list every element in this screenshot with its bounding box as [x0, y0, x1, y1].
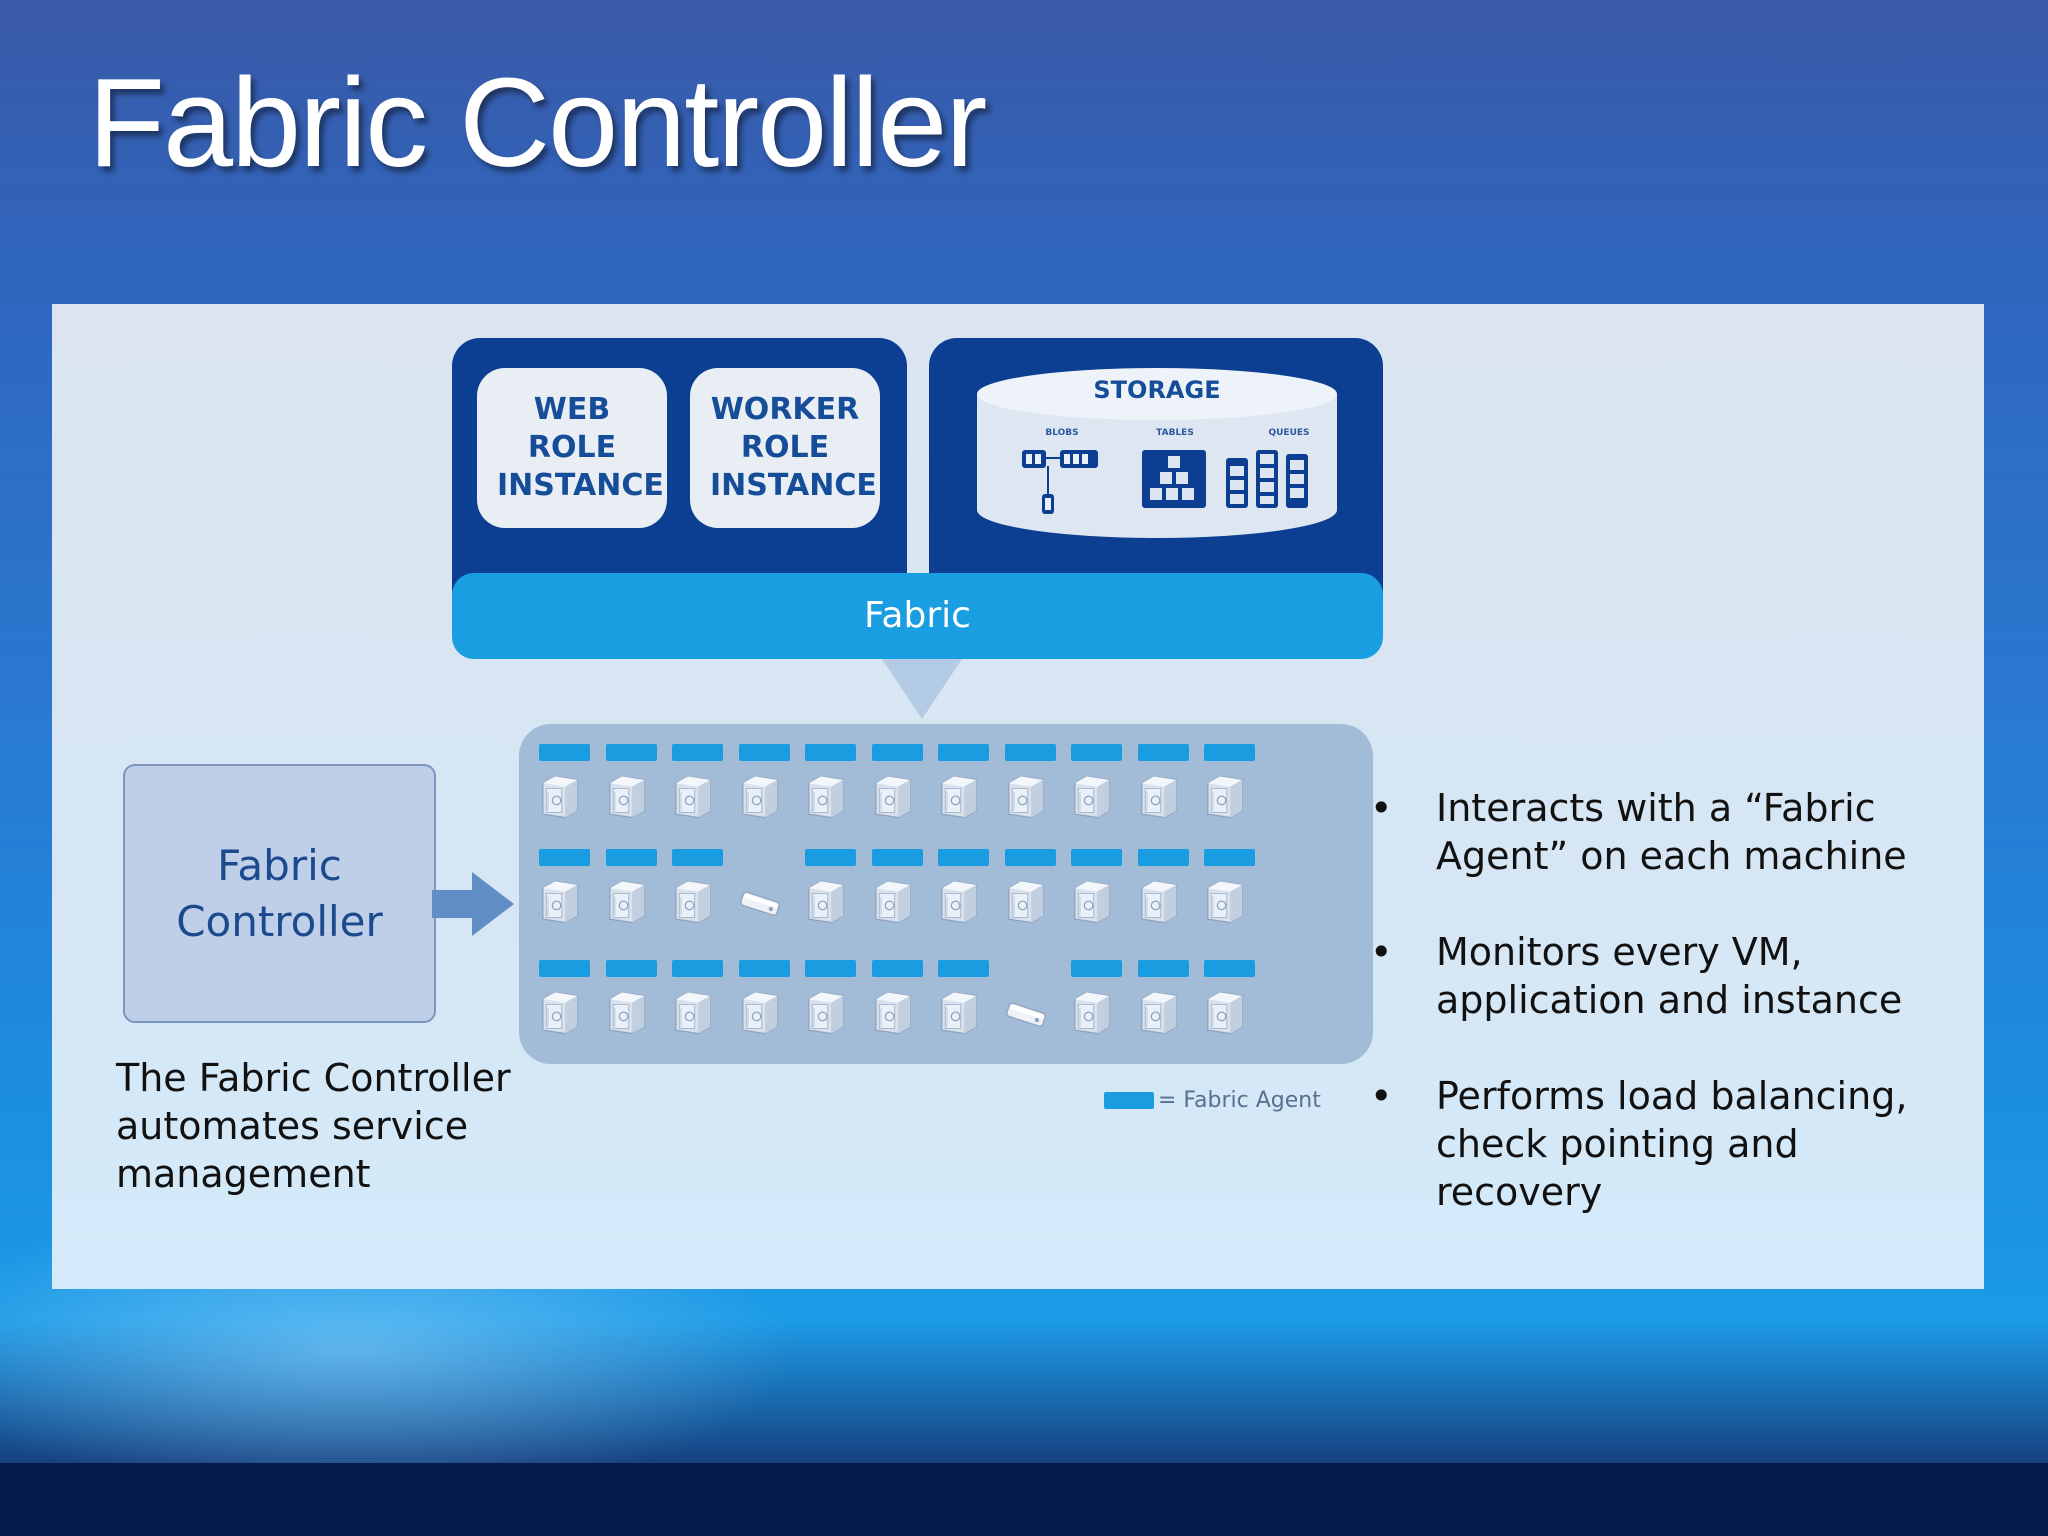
blob-tree-icon [1022, 450, 1098, 514]
fabric-agent [938, 744, 989, 761]
fabric-agent-swatch [1104, 1091, 1154, 1109]
server-icon [1074, 775, 1110, 819]
server-icon [874, 880, 911, 924]
bullet-text: Monitors every VM, application and insta… [1436, 930, 1903, 1022]
fabric-agent [1204, 960, 1255, 977]
tables-label: TABLES [1156, 428, 1194, 438]
drive-icon [739, 891, 780, 916]
bullet-item: • Monitors every VM, application and inst… [1370, 928, 1930, 1024]
fabric-agent [1137, 849, 1189, 866]
server-icon [874, 775, 911, 819]
fabric-agent [539, 744, 590, 761]
fabric-agent [805, 849, 856, 866]
fabric-agent [1071, 744, 1122, 761]
fabric-controller-box-label: Fabric Controller [176, 840, 383, 946]
server-icon [941, 775, 977, 819]
server-icon [808, 775, 844, 819]
fabric-agent [1004, 849, 1056, 866]
server-icon [1140, 880, 1177, 924]
fabric-agent [1137, 744, 1189, 761]
queues-label: QUEUES [1268, 428, 1310, 438]
web-role-label: WEB ROLE INSTANCE [497, 392, 664, 503]
server-icon [675, 880, 711, 924]
fabric-agent [805, 744, 856, 761]
bullet-item: • Interacts with a “Fabric Agent” on each… [1370, 784, 1930, 880]
blobs-label: BLOBS [1045, 428, 1079, 438]
legend: = Fabric Agent [1104, 1087, 1321, 1113]
server-icon [1140, 991, 1177, 1035]
server-icon [1007, 880, 1044, 924]
fabric-agent [539, 960, 590, 977]
server-icon [675, 775, 711, 819]
server-icon [1207, 991, 1243, 1035]
fabric-controller-box: Fabric Controller [123, 764, 436, 1023]
fabric-agent [672, 849, 723, 866]
fabric-agent [605, 960, 657, 977]
storage-label: STORAGE [1093, 376, 1221, 404]
bullet-dot: • [1370, 930, 1393, 974]
legend-label: = Fabric Agent [1158, 1087, 1321, 1113]
bullet-text: Performs load balancing, check pointing … [1436, 1074, 1908, 1214]
fabric-agent [938, 960, 989, 977]
fabric-agent [738, 960, 790, 977]
server-icon [1207, 880, 1243, 924]
fabric-pointer [882, 659, 962, 719]
server-grid [519, 724, 1373, 1064]
bullet-dot: • [1370, 786, 1393, 830]
fabric-agent [871, 744, 923, 761]
server-icon [1074, 991, 1110, 1035]
server-icon [741, 775, 778, 819]
fabric-agent [738, 744, 790, 761]
server-icon [608, 775, 645, 819]
server-icon [542, 880, 578, 924]
fabric-agent [539, 849, 590, 866]
server-icon [1007, 775, 1044, 819]
server-icon [608, 991, 645, 1035]
fabric-agent [938, 849, 989, 866]
worker-role-label: WORKER ROLE INSTANCE [710, 392, 877, 503]
server-icon [675, 991, 711, 1035]
fabric-controller-caption: The Fabric Controller automates service … [116, 1056, 511, 1196]
fabric-band: Fabric [452, 573, 1383, 659]
fabric-agent [805, 960, 856, 977]
server-icon [608, 880, 645, 924]
fabric-agent [1137, 960, 1189, 977]
server-icon [808, 991, 844, 1035]
server-icon [874, 991, 911, 1035]
bullet-list: • Interacts with a “Fabric Agent” on each… [1370, 784, 1930, 1264]
server-icon [542, 991, 578, 1035]
server-icon [741, 991, 778, 1035]
server-icon [1140, 775, 1177, 819]
content-panel: WEB ROLE INSTANCE WORKER ROLE INSTANCE S… [52, 304, 1984, 1289]
bullet-item: • Performs load balancing, check pointing… [1370, 1072, 1930, 1216]
fabric-agent [672, 744, 723, 761]
server-icon [941, 991, 977, 1035]
worker-role-instance: WORKER ROLE INSTANCE [690, 368, 880, 528]
fabric-agent [1071, 849, 1122, 866]
web-role-instance: WEB ROLE INSTANCE [477, 368, 667, 528]
slide-title: Fabric Controller [88, 52, 987, 193]
queue-icon [1226, 450, 1308, 508]
fabric-agent [605, 849, 657, 866]
drive-icon [1005, 1002, 1046, 1027]
bullet-dot: • [1370, 1074, 1393, 1118]
server-icon [1074, 880, 1110, 924]
fabric-agent [871, 849, 923, 866]
right-arrow-icon [432, 872, 514, 936]
server-icon [542, 775, 578, 819]
server-icon [808, 880, 844, 924]
fabric-agent [605, 744, 657, 761]
footer-bar [0, 1463, 2048, 1536]
bullet-text: Interacts with a “Fabric Agent” on each … [1436, 786, 1907, 878]
fabric-agent [871, 960, 923, 977]
fabric-agent [1204, 849, 1255, 866]
fabric-agent [672, 960, 723, 977]
fabric-agent [1004, 744, 1056, 761]
fabric-agent [1204, 744, 1255, 761]
fabric-agent [1071, 960, 1122, 977]
server-icon [941, 880, 977, 924]
server-icon [1207, 775, 1243, 819]
table-grid-icon [1142, 450, 1206, 508]
